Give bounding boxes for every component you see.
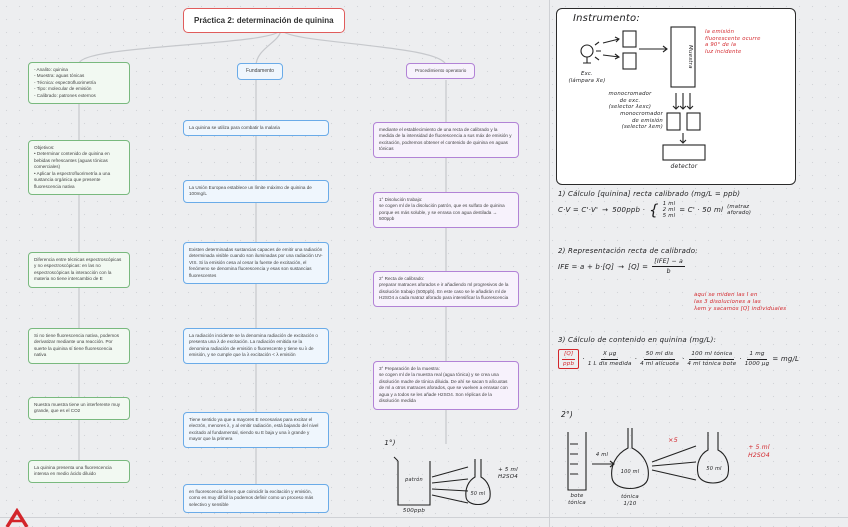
calc3-result: = mg/L — [772, 355, 800, 364]
board-divider-horizontal — [0, 517, 848, 518]
note-interferente-co2[interactable]: Nuestra muestra tiene un interferente mu… — [28, 397, 130, 420]
calc2-rhs-pre: [Q] = — [628, 262, 649, 271]
calc-representacion-recta[interactable]: 2) Representación recta de calibrado: IF… — [558, 247, 846, 276]
flask2-volume-label: 50 ml — [706, 466, 722, 472]
note-objetivos[interactable]: Objetivos: • Determinar contenido de qui… — [28, 140, 130, 195]
calc2-frac-den: b — [666, 268, 671, 276]
step2-label: 2°) — [560, 410, 574, 419]
flask1-volume-label: 100 ml — [620, 469, 640, 475]
flask1-sub-label: tónica 1/10 — [621, 494, 639, 507]
brace-icon: { — [649, 200, 659, 219]
calc3-f1-num: X µg — [600, 351, 619, 360]
board-divider-vertical — [549, 0, 550, 527]
calc2-frac-num: [IFE] − a — [652, 258, 686, 268]
map-title-node[interactable]: Práctica 2: determinación de quinina — [183, 8, 345, 34]
step1-label: 1°) — [384, 439, 396, 447]
calc3-formula: [Q] ppb · X µg 1 L dis medida · 50 ml di… — [558, 349, 848, 370]
acid-note-red: + 5 ml H2SO4 — [748, 444, 770, 459]
note-radiacion-excitacion-emision[interactable]: La radiación incidente se la denomina ra… — [183, 328, 329, 364]
instrument-diagram-icon — [580, 26, 706, 161]
note-sustancias-fluorescentes[interactable]: Existen determinadas sustancias capaces … — [183, 242, 329, 285]
note-recta-calibrado[interactable]: 2° Recta de calibrado: preparar matraces… — [373, 271, 519, 307]
note-fluorescencia-nativa[interactable]: Si no tiene fluorescencia nativa, podemo… — [28, 328, 130, 364]
calc3-f3-den: 4 ml tónica bote — [687, 360, 737, 367]
calc3-f1-den: 1 L dis medida — [587, 360, 632, 367]
calc2-red-note: aquí se miden las I en las 3 disolucione… — [694, 292, 787, 313]
note-malaria[interactable]: La quinina se utiliza para combatir la m… — [183, 120, 329, 137]
times5-label: ×5 — [668, 436, 678, 444]
sketch-disolucion-trabajo[interactable]: 1°) patrón 500ppb 50 ml + 5 ml H2SO4 — [378, 437, 524, 521]
calc3-f3-num: 100 ml tónica — [689, 351, 735, 360]
multiply-icon: · — [681, 355, 685, 364]
multiply-icon: · — [739, 355, 742, 364]
sample-prep-sketch-icon — [567, 428, 730, 491]
calc1-rhs-note: (matraz aforado) — [727, 204, 752, 217]
multiply-icon: · — [634, 355, 638, 364]
note-analito[interactable]: - Analito: quinina - Muestra: aguas tóni… — [28, 62, 130, 105]
procedimiento-header[interactable]: Procedimiento operatorio — [406, 63, 476, 80]
calc3-f4-den: 1000 µg — [744, 360, 770, 367]
arrow-right-icon: → — [618, 262, 625, 271]
emission-90deg-note: la emisión fluorescente ocurre a 90° de … — [705, 29, 761, 55]
calc1-rhs: = C' · 50 ml — [679, 206, 724, 215]
calc1-formula: C·V = C'·V' → 500ppb · { 1 ml 2 ml 5 ml … — [558, 201, 846, 219]
note-limite-ue[interactable]: La Unión Europea establece un límite máx… — [183, 180, 329, 203]
lamp-label: Exc. (lámpara Xe) — [568, 71, 606, 84]
calc3-fraction-1: X µg 1 L dis medida — [588, 351, 632, 367]
note-selectivo-sensible[interactable]: en fluorescencia tienen que coincidir la… — [183, 484, 329, 514]
calc3-lead-den: ppb — [563, 360, 575, 367]
flask-beaker-sketch-icon — [393, 456, 491, 506]
calc1-mid: 500ppb · — [612, 206, 645, 215]
aliquot-volume-label: 4 ml — [595, 452, 609, 458]
note-preparacion-muestra[interactable]: 3° Preparación de la muestra: se cogen m… — [373, 361, 519, 410]
calc3-f4-num: 1 mg — [747, 351, 767, 360]
mono-em-label: monocromador de emisión (selector λem) — [620, 111, 663, 131]
calc3-lead-num: [Q] — [562, 351, 576, 360]
calc2-heading: 2) Representación recta de calibrado: — [558, 247, 698, 255]
mono-exc-label: monocromador de exc. (selector λexc) — [608, 91, 652, 111]
calc3-f2-den: 4 ml alícuota — [640, 360, 679, 367]
calc1-heading: 1) Cálculo [quinina] recta calibrado (mg… — [558, 190, 741, 198]
calc3-lead-fraction: [Q] ppb — [558, 349, 580, 370]
note-recta-calibrado-intro[interactable]: mediante el establecimiento de una recta… — [373, 122, 519, 158]
calc-contenido-quinina[interactable]: 3) Cálculo de contenido en quinina (mg/L… — [558, 336, 848, 370]
arrow-right-icon: → — [602, 206, 609, 215]
sketch-preparacion-muestra[interactable]: 2°) bote tónica 4 ml 100 ml tónica 1/10 … — [552, 406, 848, 516]
calc-recta-calibrado[interactable]: 1) Cálculo [quinina] recta calibrado (mg… — [558, 190, 846, 219]
acid-note: + 5 ml H2SO4 — [498, 467, 518, 480]
calc3-fraction-2: 50 ml dis 4 ml alícuota — [640, 351, 679, 367]
calc3-fraction-4: 1 mg 1000 µg — [745, 351, 770, 367]
beaker-sub-label: 500ppb — [402, 508, 426, 514]
brand-logo — [5, 508, 29, 527]
beaker-label: patrón — [405, 477, 423, 483]
note-disolucion-trabajo[interactable]: 1° Disolución trabajo: se cogen ml de la… — [373, 192, 519, 228]
calc1-volumes: 1 ml 2 ml 5 ml — [662, 201, 676, 220]
calc3-heading: 3) Cálculo de contenido en quinina (mg/L… — [558, 336, 717, 344]
sample-label: Muestra — [687, 45, 693, 69]
map-title: Práctica 2: determinación de quinina — [194, 16, 334, 25]
note-diferencia-tecnicas[interactable]: Diferencia entre técnicas espectroscópic… — [28, 252, 130, 288]
instrument-panel[interactable]: Instrumento: Exc. (lámpara Xe) monocroma… — [556, 8, 796, 185]
multiply-icon: · — [582, 355, 585, 364]
note-energia-lambda[interactable]: Tiene sentido ya que a mayores E necesar… — [183, 412, 329, 448]
note-fluorescencia-acido[interactable]: La quinina presenta una fluorescencia in… — [28, 460, 130, 483]
calc2-formula: IFE = a + b·[Q] → [Q] = [IFE] − a b — [558, 258, 846, 276]
cylinder-label: bote tónica — [568, 493, 586, 506]
calc1-lhs: C·V = C'·V' — [558, 206, 599, 215]
calc3-f2-num: 50 ml dis — [643, 351, 676, 360]
flask-volume-label: 50 ml — [470, 492, 486, 497]
instrument-title: Instrumento: — [573, 13, 640, 24]
detector-label: detector — [670, 163, 698, 170]
fundamento-header[interactable]: Fundamento — [237, 63, 284, 80]
calc2-fraction: [IFE] − a b — [652, 258, 686, 276]
calc2-lhs: IFE = a + b·[Q] — [558, 262, 615, 271]
calc3-fraction-3: 100 ml tónica 4 ml tónica bote — [687, 351, 736, 367]
